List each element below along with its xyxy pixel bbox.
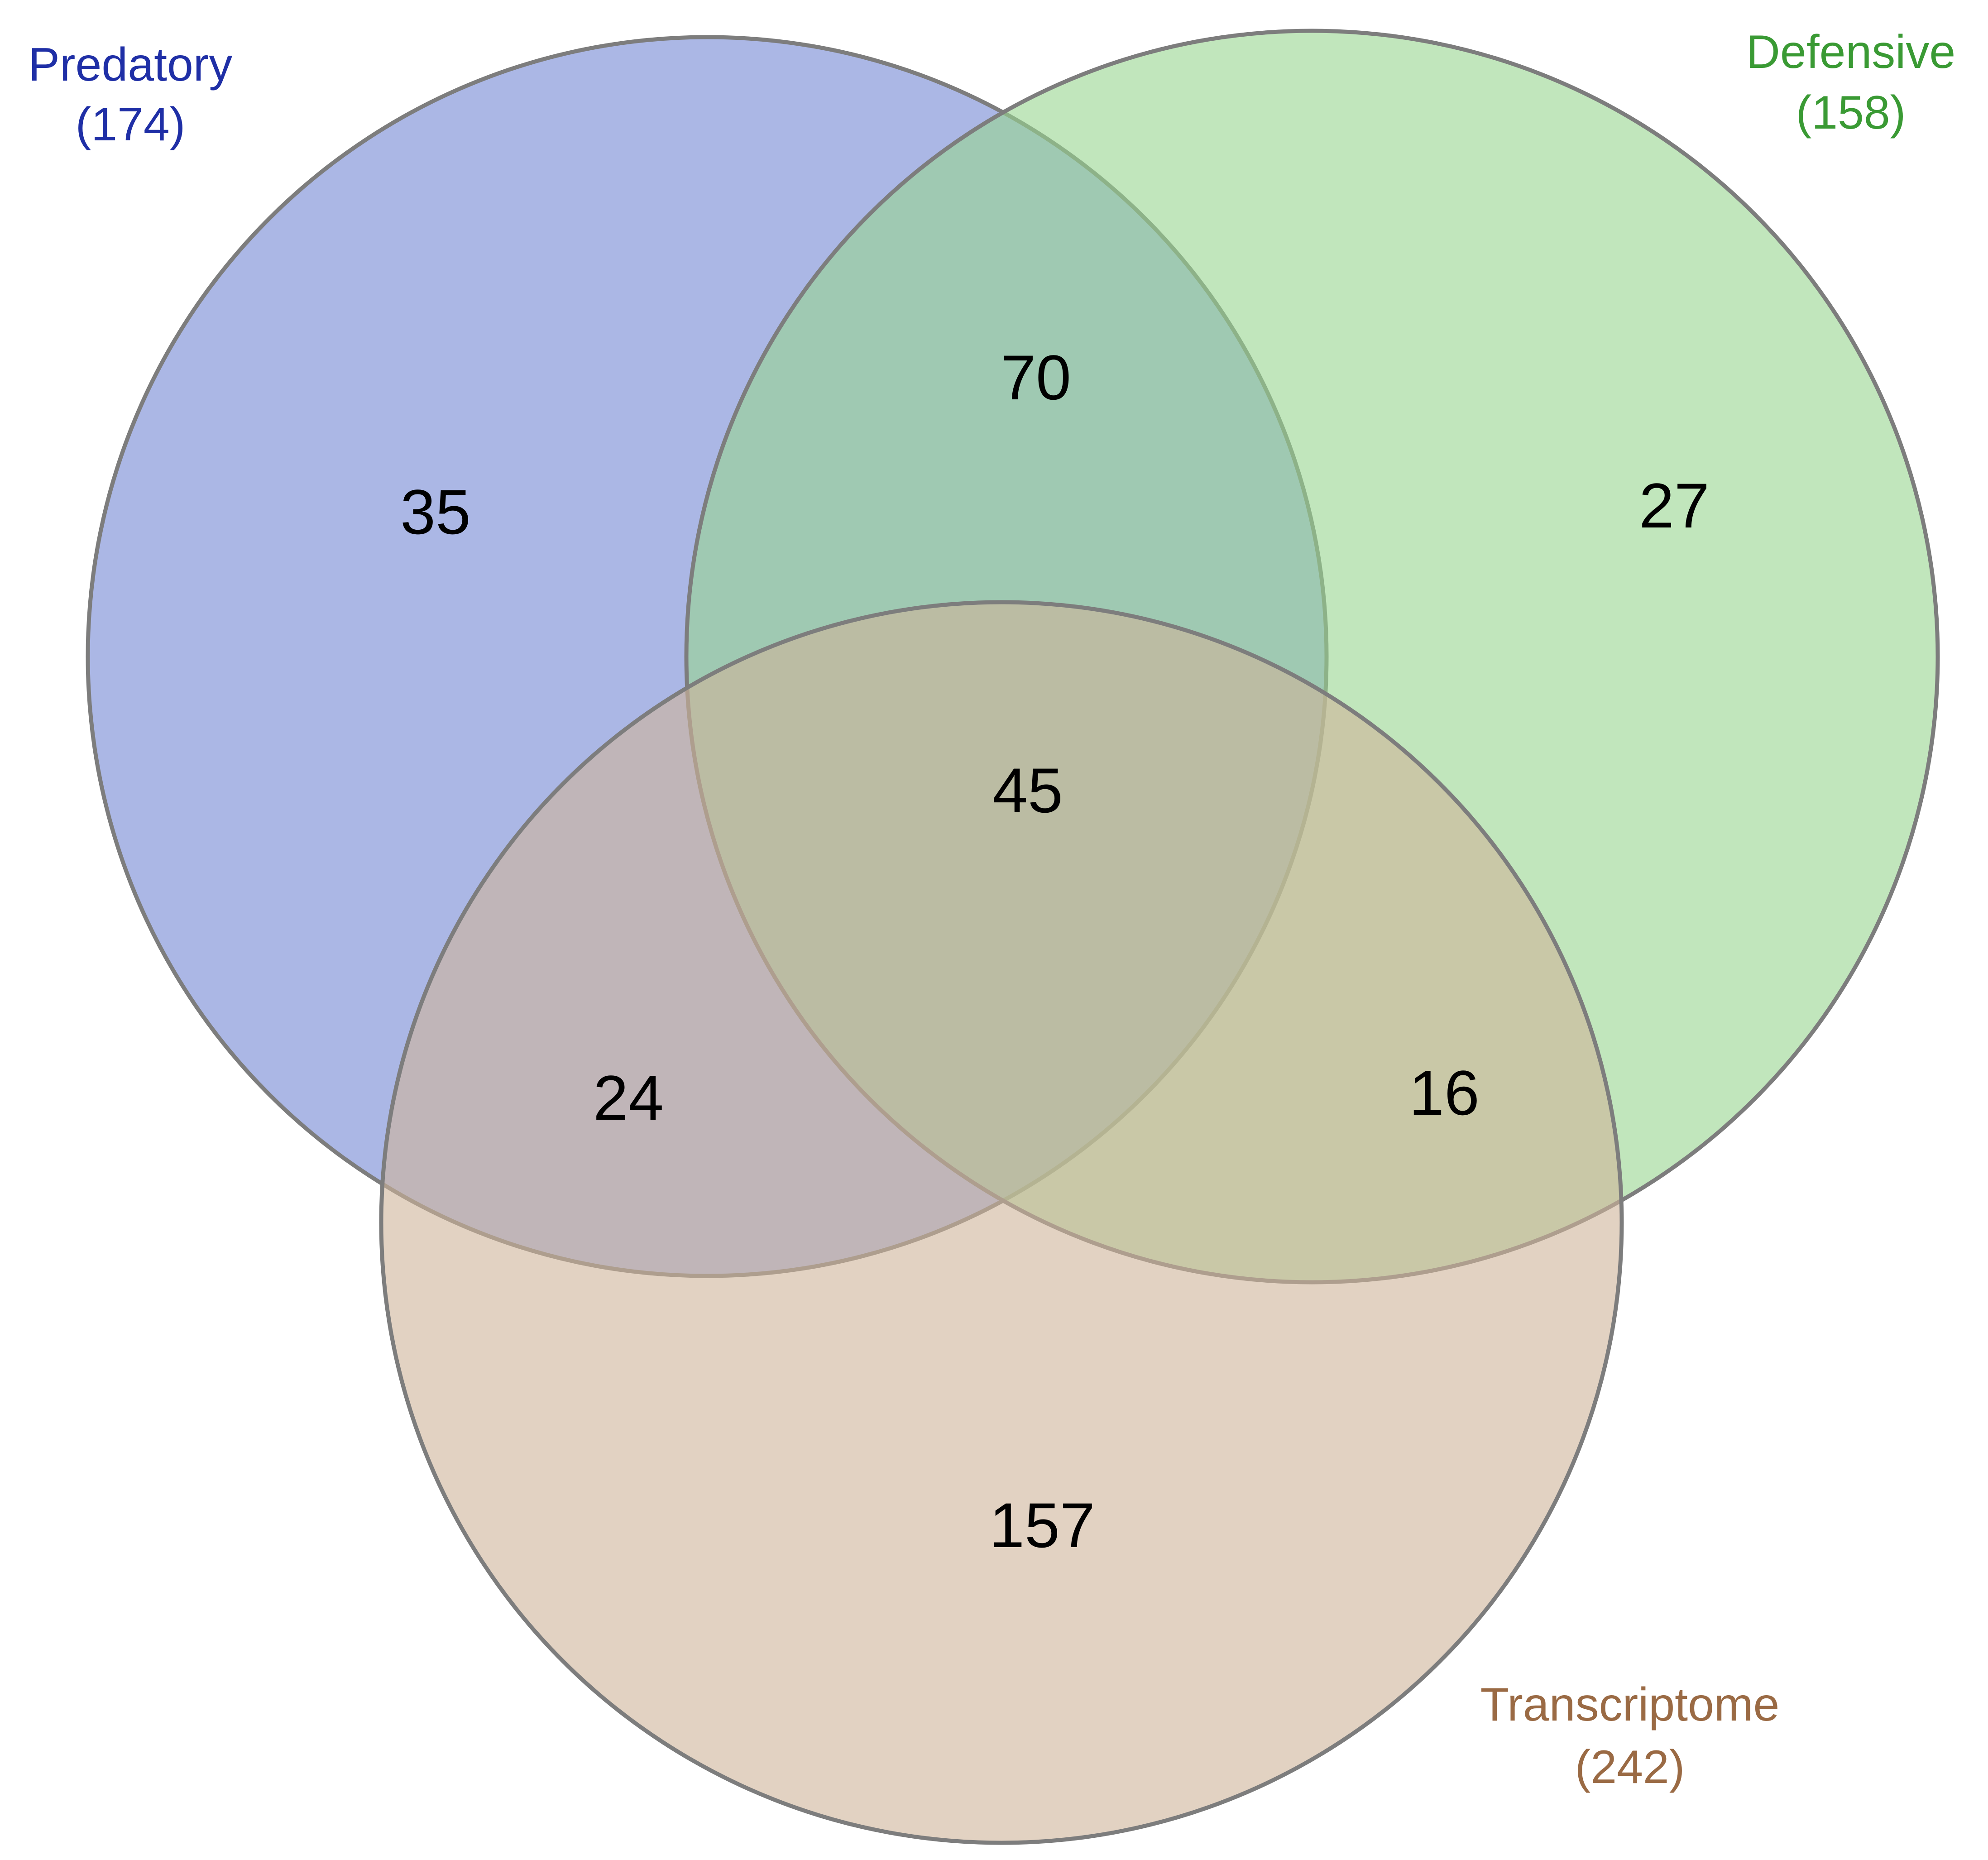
predatory-label-name: Predatory [29,38,233,91]
defensive-label-name: Defensive [1746,26,1955,78]
predatory-label: Predatory (174) [29,38,233,151]
predatory-only-count: 35 [400,476,471,547]
transcriptome-label: Transcriptome (242) [1480,1678,1780,1793]
defensive-transcriptome-count: 16 [1409,1057,1480,1128]
region-counts: 35 27 157 70 24 16 45 [400,342,1710,1561]
all-three-count: 45 [992,755,1063,826]
predatory-defensive-count: 70 [1001,342,1071,413]
predatory-label-total: (174) [76,98,186,151]
set-circles [86,29,1940,1845]
transcriptome-label-name: Transcriptome [1480,1678,1780,1731]
transcriptome-only-count: 157 [989,1490,1095,1561]
defensive-label: Defensive (158) [1746,26,1955,139]
defensive-only-count: 27 [1639,470,1710,541]
set-labels: Predatory (174) Defensive (158) Transcri… [29,26,1956,1793]
transcriptome-circle [379,600,1624,1845]
defensive-label-total: (158) [1796,86,1906,139]
transcriptome-label-total: (242) [1575,1741,1685,1793]
predatory-transcriptome-count: 24 [593,1062,664,1133]
